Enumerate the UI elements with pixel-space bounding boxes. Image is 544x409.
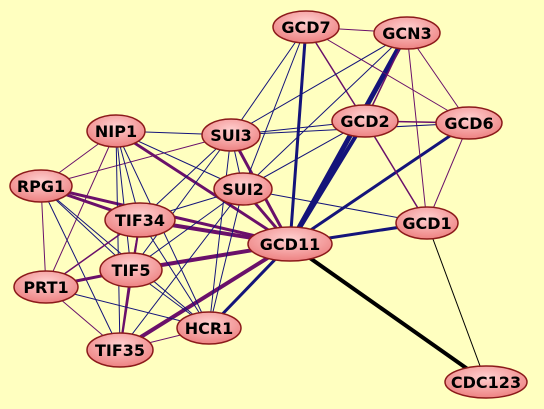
edge-gcd2-gcd1 [364, 120, 428, 224]
edge-gcd7-sui2 [242, 26, 307, 190]
node-sui3[interactable]: SUI3 [201, 118, 261, 152]
node-label: TIF34 [115, 211, 165, 230]
node-label: GCD7 [281, 18, 330, 37]
edge-gcd7-sui3 [230, 26, 307, 136]
node-label: SUI3 [210, 126, 252, 145]
node-gcn3[interactable]: GCN3 [373, 16, 441, 50]
edge-nip1-prt1 [45, 130, 117, 288]
node-gcd7[interactable]: GCD7 [272, 10, 340, 44]
edge-sui2-hcr1 [208, 188, 244, 329]
node-shape [213, 172, 273, 206]
node-shape [9, 169, 73, 203]
node-prt1[interactable]: PRT1 [13, 270, 79, 304]
node-shape [86, 332, 154, 368]
node-label: TIF35 [95, 341, 145, 360]
node-gcd11[interactable]: GCD11 [247, 226, 333, 262]
node-cdc123[interactable]: CDC123 [444, 365, 528, 399]
node-shape [104, 202, 176, 238]
edge-gcd11-tif35 [118, 242, 292, 352]
edge-sui3-tif5 [130, 134, 232, 271]
edge-rpg1-tif35 [40, 185, 121, 351]
edge-gcd1-sui2 [242, 188, 428, 224]
edge-gcd11-nip1 [114, 129, 292, 246]
edge-gcd11-gcd2 [288, 119, 367, 246]
node-tif34[interactable]: TIF34 [104, 202, 176, 238]
node-label: GCD2 [340, 112, 389, 131]
edge-sui3-rpg1 [40, 134, 232, 187]
node-label: CDC123 [451, 373, 521, 392]
edge-gcd6-gcd1 [426, 122, 470, 224]
node-shape [373, 16, 441, 50]
edge-nip1-tif35 [115, 130, 121, 351]
node-label: SUI2 [222, 180, 264, 199]
edge-gcn3-sui3 [230, 32, 408, 136]
node-nip1[interactable]: NIP1 [86, 114, 146, 148]
node-label: RPG1 [17, 177, 65, 196]
node-gcd2[interactable]: GCD2 [331, 104, 399, 138]
node-gcd6[interactable]: GCD6 [435, 106, 503, 140]
node-label: GCD11 [260, 235, 320, 254]
node-label: GCD6 [444, 114, 493, 133]
node-shape [99, 252, 163, 288]
node-shape [86, 114, 146, 148]
node-shape [435, 106, 503, 140]
edge-sui3-hcr1 [208, 134, 232, 329]
node-shape [331, 104, 399, 138]
node-rpg1[interactable]: RPG1 [9, 169, 73, 203]
node-shape [176, 311, 242, 345]
edge-tif34-hcr1 [139, 219, 210, 329]
node-shape [201, 118, 261, 152]
edge-rpg1-prt1 [40, 185, 47, 288]
node-label: HCR1 [185, 319, 234, 338]
edge-gcd11-gcd6 [288, 121, 471, 246]
edge-gcd11-cdc123 [288, 242, 488, 384]
node-shape [13, 270, 79, 304]
node-gcd1[interactable]: GCD1 [395, 206, 459, 240]
node-shape [272, 10, 340, 44]
edge-nip1-tif5 [115, 130, 132, 271]
edge-gcn3-sui2 [242, 32, 408, 190]
edge-gcd1-cdc123 [426, 222, 487, 383]
node-label: NIP1 [95, 122, 137, 141]
edge-gcd11-gcd7 [288, 25, 308, 246]
node-sui2[interactable]: SUI2 [213, 172, 273, 206]
node-shape [247, 226, 333, 262]
node-hcr1[interactable]: HCR1 [176, 311, 242, 345]
node-tif35[interactable]: TIF35 [86, 332, 154, 368]
node-shape [444, 365, 528, 399]
node-label: PRT1 [23, 278, 68, 297]
node-shape [395, 206, 459, 240]
node-label: GCD1 [402, 214, 451, 233]
node-label: GCN3 [382, 24, 431, 43]
node-tif5[interactable]: TIF5 [99, 252, 163, 288]
node-label: TIF5 [112, 261, 151, 280]
edge-gcn3-gcd1 [406, 32, 428, 224]
